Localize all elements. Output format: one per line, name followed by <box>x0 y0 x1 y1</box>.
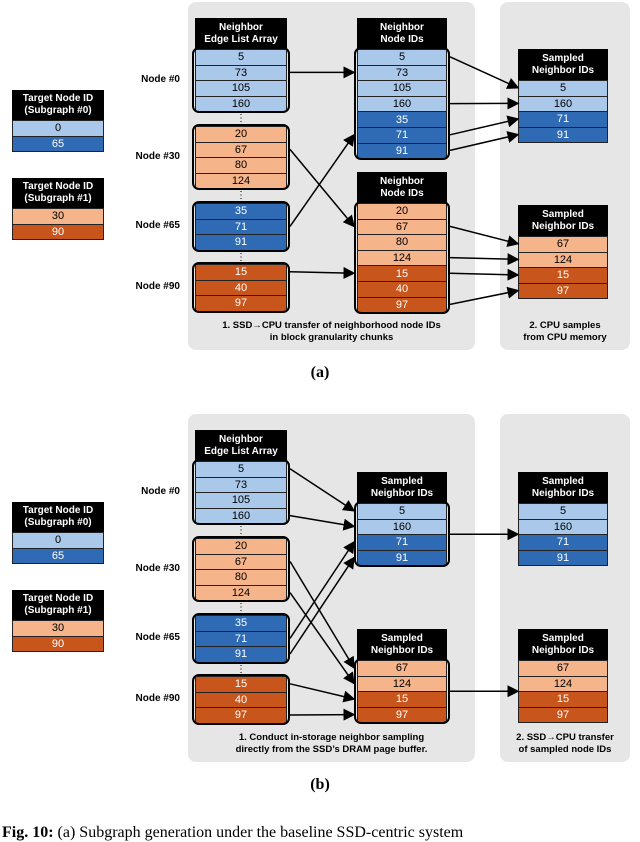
flow-arrow <box>450 291 518 305</box>
flow-arrow <box>290 684 354 699</box>
flow-arrow <box>450 273 518 275</box>
flow-arrow <box>450 119 518 135</box>
flow-arrow <box>290 149 354 226</box>
flow-arrow <box>450 258 518 260</box>
flow-arrow <box>450 226 518 243</box>
figure-caption-text: (a) Subgraph generation under the baseli… <box>54 824 464 841</box>
flow-arrow <box>450 57 518 88</box>
flow-arrow <box>290 561 354 667</box>
flow-arrow <box>290 542 354 638</box>
figure-caption-label: Fig. 10: <box>2 824 54 841</box>
flow-arrow <box>290 135 354 227</box>
flow-arrow <box>290 469 354 511</box>
figure-caption: Fig. 10: (a) Subgraph generation under t… <box>2 824 463 842</box>
flow-arrow <box>290 272 354 273</box>
flow-arrow <box>450 135 518 151</box>
flow-arrow <box>290 516 354 527</box>
